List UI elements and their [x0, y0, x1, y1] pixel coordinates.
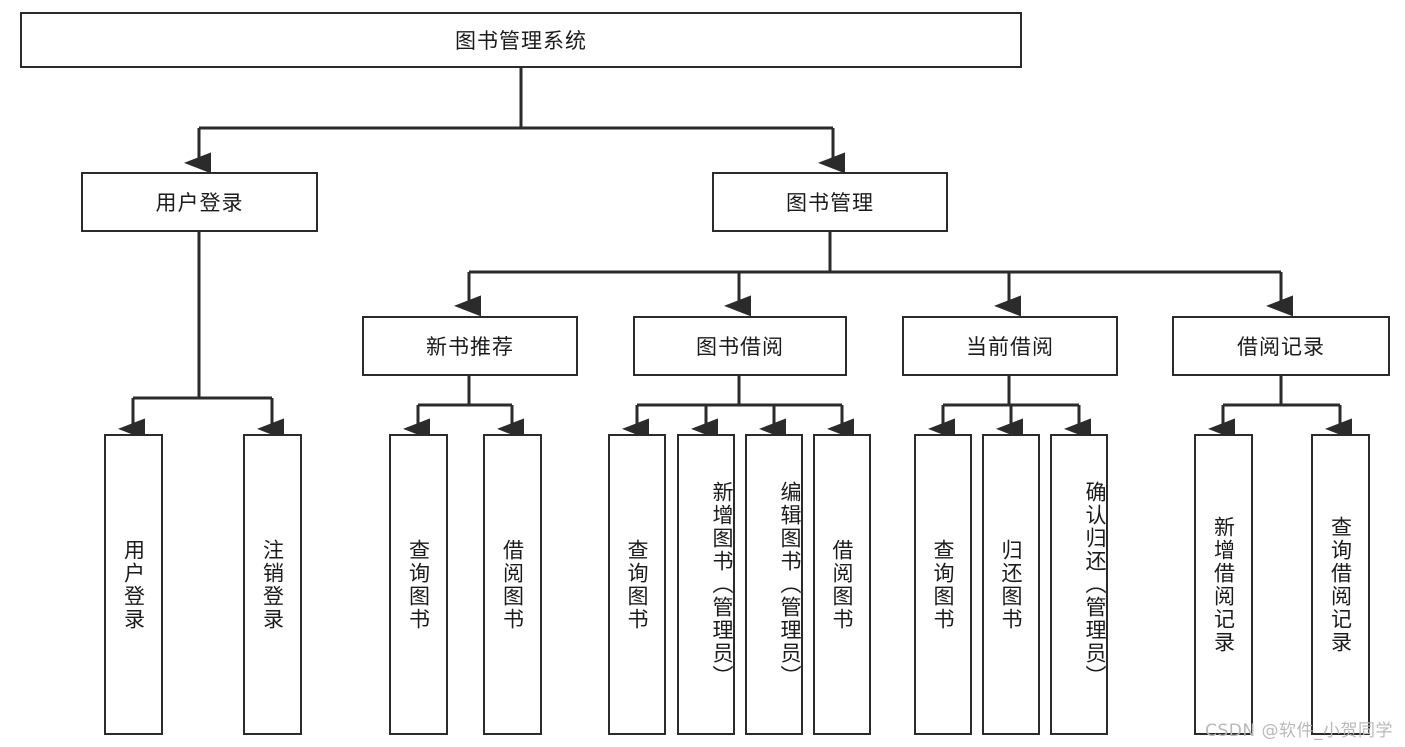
leaf-query-book-3[interactable]: 查询图书: [914, 434, 972, 735]
leaf-return-book-label: 归还图书: [999, 538, 1024, 631]
leaf-add-book[interactable]: 新增图书（管理员）: [677, 434, 735, 735]
node-new-book-recommend[interactable]: 新书推荐: [362, 316, 578, 376]
leaf-logout-login[interactable]: 注销登录: [243, 434, 302, 735]
node-new-book-recommend-label: 新书推荐: [426, 335, 514, 359]
leaf-add-book-label: 新增图书（管理员）: [710, 481, 734, 688]
watermark-text: CSDN @软件_小贺同学: [1205, 721, 1393, 741]
leaf-add-borrow-record-label: 新增借阅记录: [1211, 515, 1236, 654]
leaf-return-book[interactable]: 归还图书: [982, 434, 1040, 735]
node-user-login-label: 用户登录: [155, 191, 244, 215]
node-current-borrow[interactable]: 当前借阅: [902, 316, 1118, 376]
node-root[interactable]: 图书管理系统: [20, 12, 1022, 68]
node-borrow-record-label: 借阅记录: [1237, 335, 1325, 359]
leaf-borrow-book-1-label: 借阅图书: [500, 538, 525, 631]
leaf-query-book-3-label: 查询图书: [931, 538, 956, 631]
leaf-query-book-1-label: 查询图书: [406, 538, 431, 631]
leaf-borrow-book-1[interactable]: 借阅图书: [483, 434, 542, 735]
node-book-borrow[interactable]: 图书借阅: [633, 316, 847, 376]
leaf-add-borrow-record[interactable]: 新增借阅记录: [1194, 434, 1253, 735]
leaf-user-login[interactable]: 用户登录: [104, 434, 163, 735]
node-root-label: 图书管理系统: [455, 29, 587, 53]
node-book-borrow-label: 图书借阅: [696, 335, 784, 359]
leaf-edit-book-label: 编辑图书（管理员）: [778, 481, 802, 688]
leaf-query-borrow-record[interactable]: 查询借阅记录: [1311, 434, 1370, 735]
leaf-borrow-book-2-label: 借阅图书: [830, 538, 855, 631]
leaf-confirm-return-label: 确认归还（管理员）: [1083, 481, 1107, 688]
node-book-manage-label: 图书管理: [786, 191, 874, 215]
leaf-query-borrow-record-label: 查询借阅记录: [1328, 515, 1353, 654]
leaf-query-book-1[interactable]: 查询图书: [389, 434, 448, 735]
leaf-user-login-label: 用户登录: [121, 538, 146, 631]
leaf-logout-login-label: 注销登录: [260, 538, 285, 631]
leaf-borrow-book-2[interactable]: 借阅图书: [813, 434, 871, 735]
leaf-query-book-2-label: 查询图书: [625, 538, 650, 631]
leaf-confirm-return[interactable]: 确认归还（管理员）: [1050, 434, 1108, 735]
leaf-edit-book[interactable]: 编辑图书（管理员）: [745, 434, 803, 735]
node-user-login[interactable]: 用户登录: [81, 172, 318, 232]
node-borrow-record[interactable]: 借阅记录: [1172, 316, 1390, 376]
node-current-borrow-label: 当前借阅: [966, 335, 1054, 359]
node-book-manage[interactable]: 图书管理: [712, 172, 948, 232]
leaf-query-book-2[interactable]: 查询图书: [608, 434, 666, 735]
